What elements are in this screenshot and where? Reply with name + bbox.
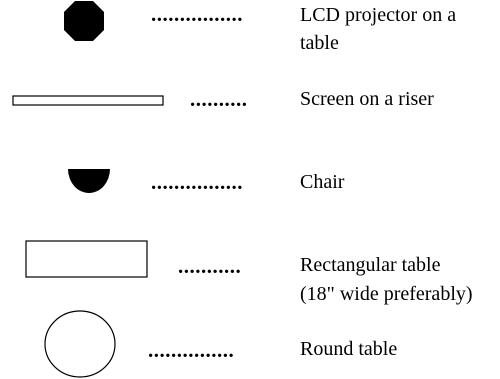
leader-dots-screen: .......... — [190, 87, 248, 111]
chair-icon — [68, 169, 110, 193]
leader-dots-lcd-projector: ................ — [151, 2, 243, 26]
label-round-table: Round table — [300, 338, 398, 360]
leader-dots-rectangular-table: ........... — [178, 254, 242, 278]
label-rectangular-table-line1: Rectangular table — [300, 254, 441, 276]
label-lcd-projector-line2: table — [300, 32, 339, 54]
label-chair: Chair — [300, 171, 345, 193]
leader-dots-round-table: ............... — [148, 338, 235, 362]
screen-riser-icon — [12, 95, 164, 106]
round-table-icon — [44, 310, 116, 378]
label-rectangular-table-line2: (18" wide preferably) — [300, 283, 473, 305]
label-lcd-projector-line1: LCD projector on a — [300, 4, 457, 26]
lcd-projector-icon — [64, 1, 104, 41]
label-screen: Screen on a riser — [300, 88, 434, 110]
leader-dots-chair: ................ — [151, 170, 243, 194]
rectangular-table-icon — [25, 240, 148, 278]
